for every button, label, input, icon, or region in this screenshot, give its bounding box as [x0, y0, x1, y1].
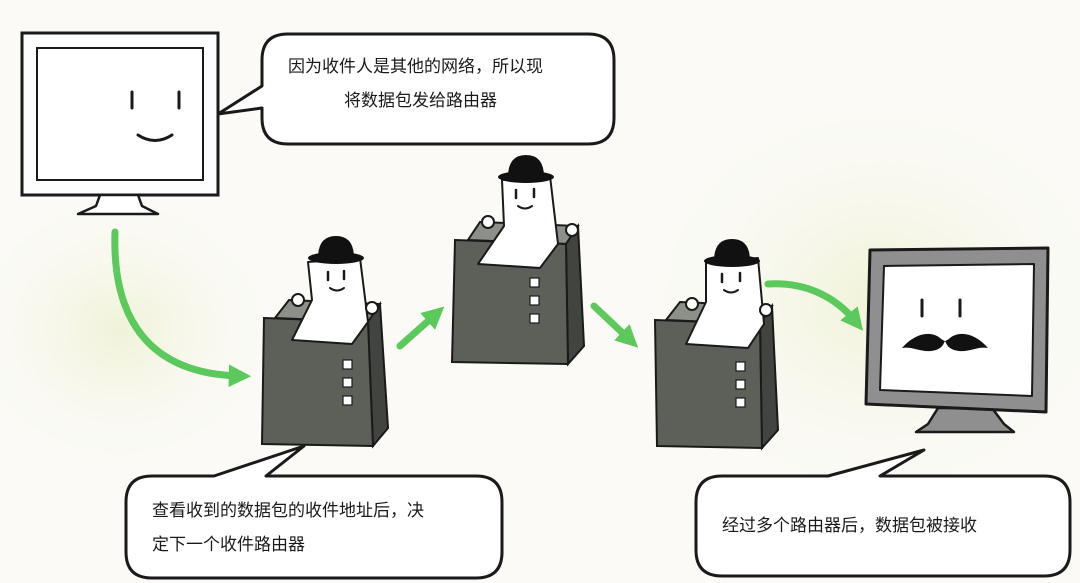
- sender-monitor-icon: [22, 33, 218, 214]
- router-bubble-line-2: 定下一个收件路由器: [152, 528, 424, 562]
- arrow-router-1-to-router-2: [400, 314, 436, 346]
- sender-bubble-text: 因为收件人是其他的网络，所以现 将数据包发给路由器: [288, 50, 543, 118]
- sender-bubble-line-1: 因为收件人是其他的网络，所以现: [288, 50, 543, 84]
- receiver-bubble-line-1: 经过多个路由器后，数据包被接收: [722, 509, 977, 543]
- receiver-bubble-text: 经过多个路由器后，数据包被接收: [722, 509, 977, 543]
- router-1-icon: [262, 236, 388, 446]
- sender-bubble-line-2: 将数据包发给路由器: [288, 84, 543, 118]
- receiver-monitor-icon: [866, 248, 1048, 432]
- router-bubble-line-1: 查看收到的数据包的收件地址后，决: [152, 494, 424, 528]
- router-2-icon: [452, 155, 584, 364]
- router-bubble-text: 查看收到的数据包的收件地址后，决 定下一个收件路由器: [152, 494, 424, 562]
- background-glow: [0, 180, 290, 480]
